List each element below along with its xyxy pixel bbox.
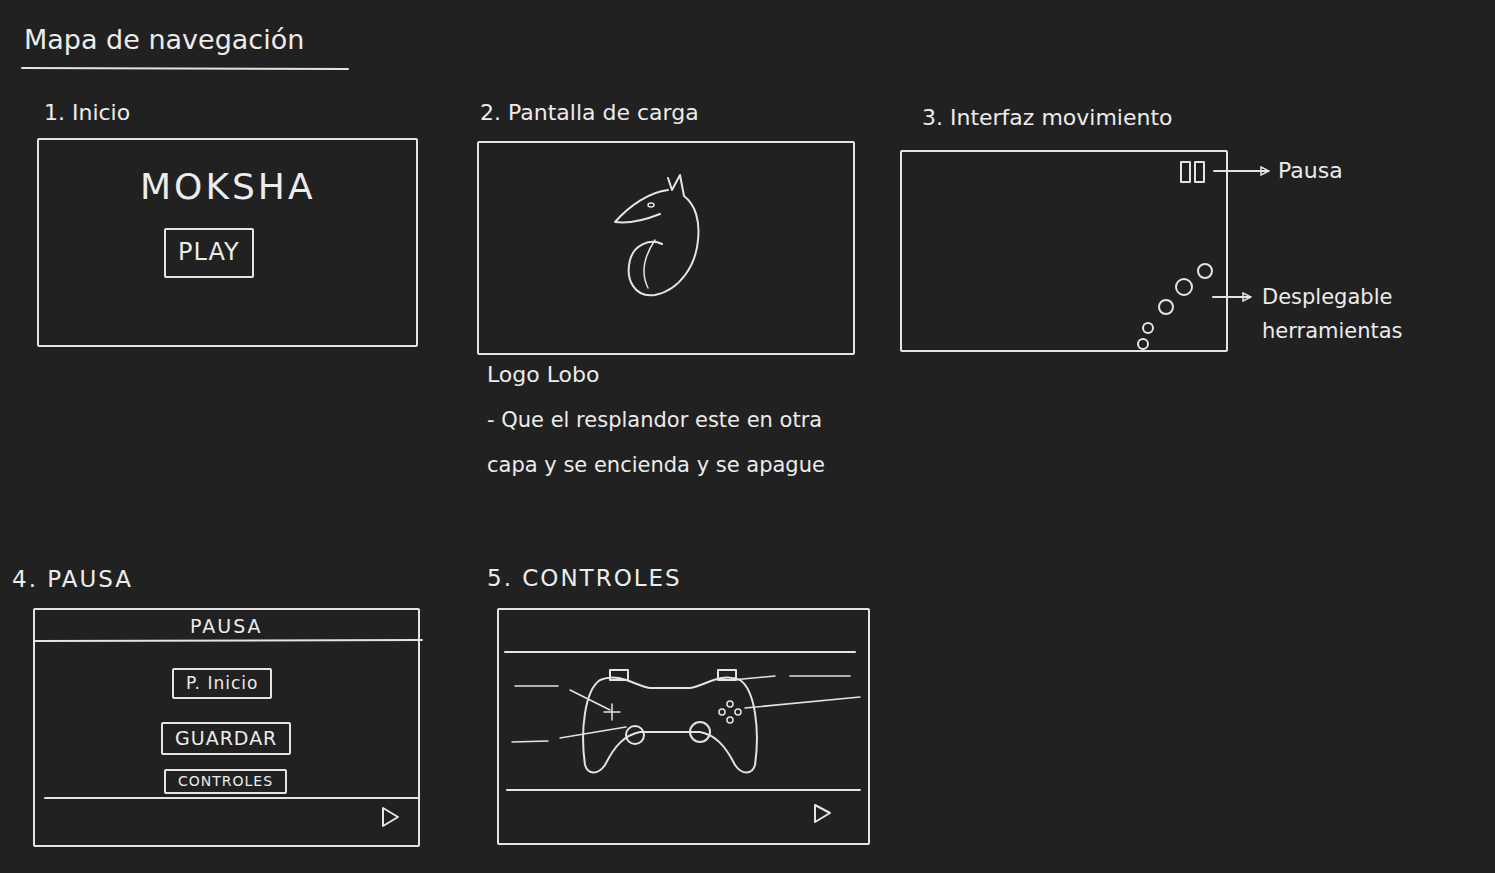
screen-title: MOKSHA [140, 166, 316, 207]
screen-frame: 2. Pantalla de carga [477, 141, 855, 355]
controller-drawing [512, 670, 860, 773]
annotation-label: Desplegable herramientas [1262, 280, 1462, 348]
button-box: CONTROLES [164, 769, 287, 794]
wolf-logo [615, 175, 698, 295]
button-box: GUARDAR [161, 722, 291, 755]
screen-frame: 3. Interfaz movimiento [900, 150, 1228, 352]
screen-heading: 1. Inicio [44, 100, 130, 125]
play-icon [383, 808, 398, 826]
button-label: P. Inicio [186, 674, 258, 694]
screen-heading: 4. PAUSA [12, 566, 133, 592]
button-label: GUARDAR [175, 728, 277, 750]
tool-circles [1138, 264, 1212, 349]
footer-line [45, 797, 418, 799]
play-icon [815, 805, 830, 822]
button-label: PLAY [178, 239, 240, 267]
screen-heading: 3. Interfaz movimiento [922, 105, 1173, 130]
annotation-label: Pausa [1278, 158, 1343, 183]
leader-line [1214, 170, 1268, 172]
screen-heading: 2. Pantalla de carga [480, 100, 699, 125]
screen-frame: 5. CONTROLES [497, 608, 870, 845]
pause-icon [1181, 162, 1204, 182]
screen-frame: 1. InicioMOKSHAPLAY [37, 138, 418, 347]
annotation-label: Logo Lobo [487, 362, 600, 387]
leader-line [1213, 296, 1250, 298]
diagram-title: Mapa de navegación [24, 24, 304, 55]
annotation-label: - Que el resplandor este en otra capa y … [487, 398, 827, 488]
screen-heading: 5. CONTROLES [487, 565, 682, 591]
footer-line [507, 789, 860, 791]
button-box: PLAY [164, 228, 254, 278]
button-label: CONTROLES [178, 773, 273, 789]
button-box: P. Inicio [172, 668, 272, 699]
screen-frame: 4. PAUSAPAUSAP. InicioGUARDARCONTROLES [33, 608, 420, 847]
screen-title: PAUSA [190, 616, 263, 638]
title-underline [22, 68, 348, 69]
header-line [35, 640, 422, 641]
header-line [505, 651, 855, 653]
